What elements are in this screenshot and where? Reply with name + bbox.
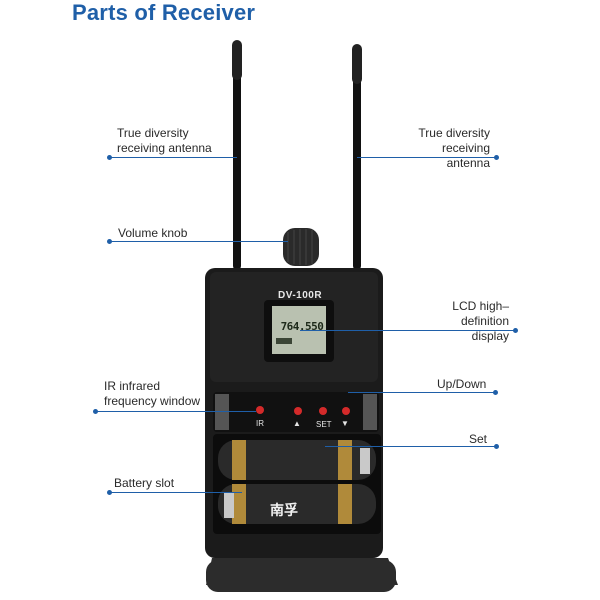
antenna-left-leader <box>107 155 237 160</box>
lcd-label: LCD high–definition display <box>405 299 509 344</box>
volume-knob-leader <box>107 239 288 244</box>
belt-clip <box>206 558 398 592</box>
up-down-label: Up/Down <box>437 377 487 391</box>
ir-window-label: IR infrared frequency window <box>104 379 200 409</box>
antenna-left <box>232 40 242 270</box>
set-dot <box>494 444 499 449</box>
antenna-right-leader <box>357 155 499 160</box>
battery-slot-label: Battery slot <box>114 476 175 490</box>
battery-brand: 南孚 <box>270 503 298 519</box>
set-label: SET <box>316 420 332 429</box>
down-arrow-icon: ▼ <box>341 419 349 428</box>
antenna-right-dot <box>494 155 499 160</box>
antenna-left-line2: receiving antenna <box>117 141 212 155</box>
lcd-line1: LCD high–definition <box>452 299 509 328</box>
antenna-left-dot <box>107 155 112 160</box>
volume-knob-label: Volume knob <box>118 226 188 240</box>
battery-slot-dot <box>107 490 112 495</box>
set-callout-label: Set <box>469 432 488 446</box>
antenna-left-line1: True diversity <box>117 126 189 140</box>
lcd-frequency: 764.550 <box>280 320 324 333</box>
receiver-body <box>205 268 383 558</box>
ir-window-line2: frequency window <box>104 394 201 408</box>
page-title: Parts of Receiver <box>72 0 256 25</box>
antenna-right-line2: receiving antenna <box>441 141 490 170</box>
up-down-dot <box>493 390 498 395</box>
volume-knob-dot <box>107 239 112 244</box>
lcd-dot <box>513 328 518 333</box>
battery-slot-leader <box>107 490 242 495</box>
set-leader <box>325 444 499 449</box>
antenna-right-line1: True diversity <box>418 126 490 140</box>
volume-knob-shape <box>283 228 319 266</box>
ir-window-dot <box>93 409 98 414</box>
ir-label: IR <box>256 419 264 428</box>
antenna-left-label: True diversity receiving antenna <box>117 126 212 156</box>
up-arrow-icon: ▲ <box>293 419 301 428</box>
lcd-leader <box>300 328 518 333</box>
antenna-right <box>352 44 362 270</box>
model-label: DV-100R <box>278 290 323 301</box>
ir-window-leader <box>93 409 256 414</box>
ir-window-line1: IR infrared <box>104 379 161 393</box>
lcd-line2: display <box>471 329 509 343</box>
antenna-right-label: True diversity receiving antenna <box>397 126 490 171</box>
up-down-leader <box>348 390 498 395</box>
